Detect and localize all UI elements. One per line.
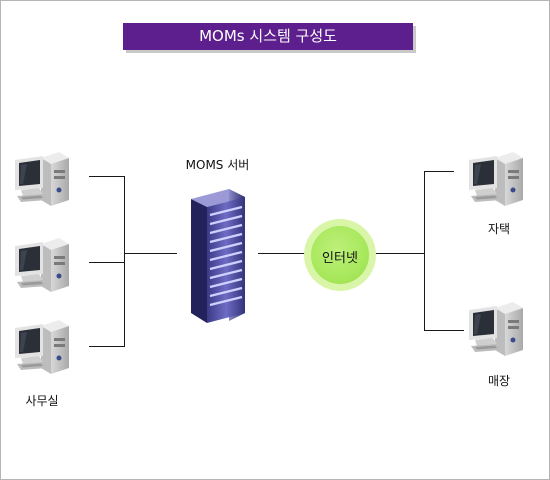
internet-globe-icon	[311, 226, 369, 284]
internet-label: 인터넷	[322, 251, 358, 266]
connector-line	[124, 176, 125, 347]
desktop-computer-icon	[13, 236, 71, 294]
home-label: 자택	[487, 222, 511, 236]
connector-line	[89, 176, 125, 177]
office-label: 사무실	[25, 394, 59, 408]
connector-line	[124, 253, 177, 254]
server-label: MOMS 서버	[185, 158, 250, 172]
connector-line	[424, 171, 454, 172]
connector-line	[376, 253, 424, 254]
connector-line	[258, 253, 306, 254]
store-label: 매장	[487, 374, 511, 388]
desktop-computer-icon	[467, 300, 525, 358]
connector-line	[89, 346, 125, 347]
diagram-title: MOMs 시스템 구성도	[123, 23, 413, 50]
server-rack-icon	[185, 185, 250, 325]
connector-line	[89, 262, 125, 263]
connector-line	[424, 171, 425, 331]
desktop-computer-icon	[467, 150, 525, 208]
desktop-computer-icon	[13, 150, 71, 208]
connector-line	[424, 330, 464, 331]
desktop-computer-icon	[13, 318, 71, 376]
